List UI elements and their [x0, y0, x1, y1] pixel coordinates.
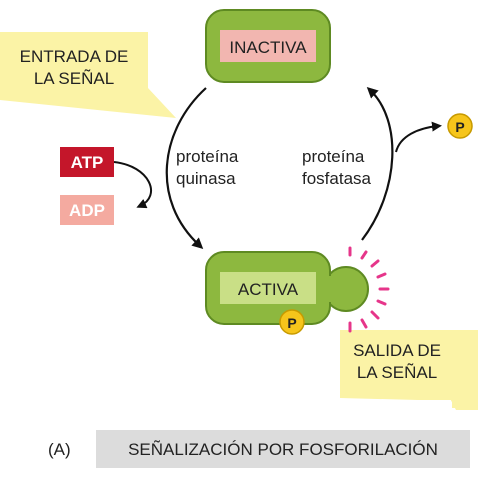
inactive-label: INACTIVA: [229, 38, 307, 57]
phosphatase-line2: fosfatasa: [302, 169, 372, 188]
signal-in-line2: LA SEÑAL: [34, 69, 114, 88]
adp-label: ADP: [69, 201, 105, 220]
active-protein: ACTIVA: [205, 251, 369, 325]
phosphate-attached-label: P: [287, 315, 296, 331]
signal-out-line1: SALIDA DE: [353, 341, 441, 360]
phosphate-attached: P: [279, 309, 305, 335]
inactive-protein: INACTIVA: [205, 9, 331, 83]
atp-to-adp-arrow: [113, 161, 152, 209]
panel-letter: (A): [48, 440, 71, 459]
signal-input-arrow: ENTRADA DE LA SEÑAL: [0, 32, 176, 118]
phosphate-release-arrow: [395, 121, 442, 153]
signal-output-arrow: SALIDA DE LA SEÑAL: [340, 330, 478, 410]
kinase-line1: proteína: [176, 147, 239, 166]
atp-box: ATP: [60, 147, 114, 177]
phosphatase-arrow: [361, 86, 394, 241]
caption: SEÑALIZACIÓN POR FOSFORILACIÓN: [128, 440, 438, 459]
kinase-arrow: [165, 87, 207, 249]
atp-label: ATP: [71, 153, 104, 172]
adp-box: ADP: [60, 195, 114, 225]
active-label: ACTIVA: [238, 280, 299, 299]
caption-box: [96, 430, 470, 468]
signal-in-line1: ENTRADA DE: [20, 47, 129, 66]
phosphate-released-label: P: [455, 119, 464, 135]
activation-glow: [348, 246, 390, 333]
kinase-line2: quinasa: [176, 169, 236, 188]
phosphate-released: P: [447, 113, 473, 139]
signal-out-line2: LA SEÑAL: [357, 363, 437, 382]
phosphatase-line1: proteína: [302, 147, 365, 166]
